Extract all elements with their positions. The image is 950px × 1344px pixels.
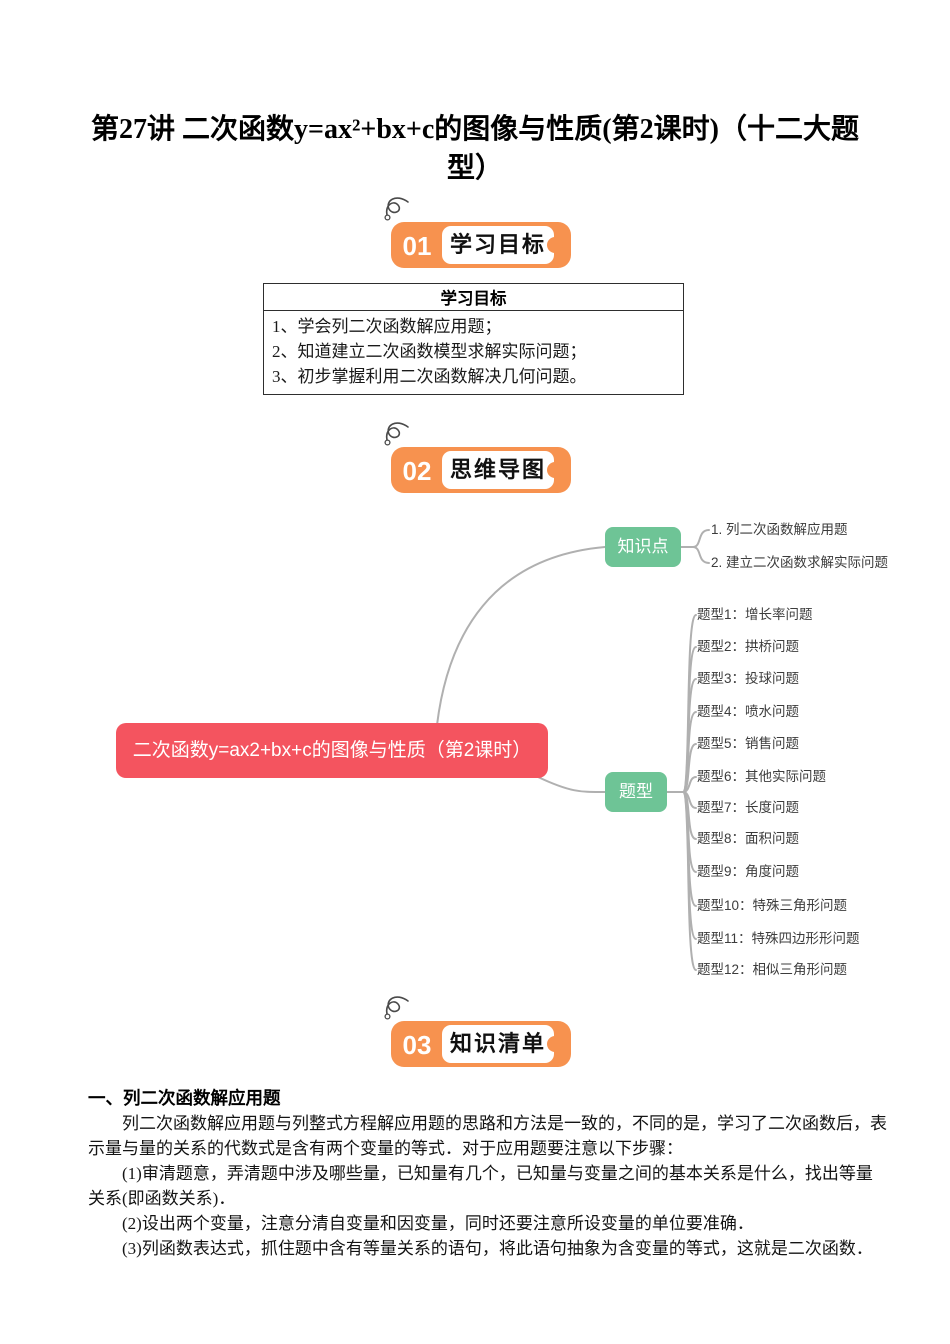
objectives-table-header: 学习目标 [263,283,684,311]
section-number: 01 [402,231,432,261]
section-badge-knowledge-list: 03 知识清单 [384,996,571,1067]
knowledge-item: 1. 列二次函数解应用题 [711,522,848,537]
section-badge-mind-map: 02 思维导图 [384,422,571,493]
page-title-line1: 第27讲 二次函数y=ax²+bx+c的图像与性质(第2课时)（十二大题 [91,114,859,145]
pin-doodle-icon [384,996,409,1020]
section-label: 知识清单 [449,1031,546,1056]
section-label-panel: 思维导图 [442,451,554,489]
page-title-line2: 型） [446,153,503,184]
type-item: 题型7：长度问题 [697,800,800,815]
type-item: 题型11：特殊四边形形问题 [697,931,860,946]
type-item: 题型10：特殊三角形问题 [697,898,848,913]
badge-notch-decoration [547,462,563,478]
type-item: 题型3：投球问题 [697,671,800,686]
objective-item: 1、学会列二次函数解应用题； [272,317,502,336]
pin-doodle-icon [384,197,409,221]
mind-map-central-node: 二次函数y=ax2+bx+c的图像与性质（第2课时） [116,723,548,778]
mind-map-type-node: 题型 [605,772,667,812]
section-label: 学习目标 [449,232,546,257]
knowledge-paragraph: (2)设出两个变量，注意分清自变量和因变量，同时还要注意所设变量的单位要准确． [122,1214,754,1233]
section-number: 03 [402,1030,432,1060]
knowledge-paragraph: (3)列函数表达式，抓住题中含有等量关系的语句，将此语句抽象为含变量的等式，这就… [122,1239,873,1258]
objectives-table-body: 1、学会列二次函数解应用题； 2、知道建立二次函数模型求解实际问题； 3、初步掌… [263,310,684,395]
objectives-table: 学习目标 1、学会列二次函数解应用题； 2、知道建立二次函数模型求解实际问题； … [263,283,684,395]
pin-doodle-icon [384,422,409,446]
objective-item: 3、初步掌握利用二次函数解决几何问题。 [272,367,587,386]
section-label-panel: 学习目标 [442,226,554,264]
badge-notch-decoration [547,1036,563,1052]
knowledge-list-heading: 一、列二次函数解应用题 [88,1088,281,1108]
type-item: 题型2：拱桥问题 [697,639,800,654]
type-item: 题型5：销售问题 [697,736,800,751]
type-item: 题型8：面积问题 [697,831,800,846]
type-item: 题型12：相似三角形问题 [697,962,848,977]
section-number: 02 [402,456,432,486]
type-item: 题型1：增长率问题 [697,607,813,622]
knowledge-item: 2. 建立二次函数求解实际问题 [711,555,889,570]
mind-map-knowledge-node: 知识点 [605,527,681,567]
mind-map-diagram: 二次函数y=ax2+bx+c的图像与性质（第2课时） 知识点 题型 1. 列二次… [0,505,950,995]
knowledge-paragraph: 列二次函数解应用题与列整式方程解应用题的思路和方法是一致的，不同的是，学习了二次… [88,1114,887,1158]
page-title: 第27讲 二次函数y=ax²+bx+c的图像与性质(第2课时)（十二大题型） [75,110,875,188]
knowledge-paragraph: (1)审清题意，弄清题中涉及哪些量，已知量有几个，已知量与变量之间的基本关系是什… [88,1164,873,1208]
section-badge-learning-goals: 01 学习目标 [384,197,571,268]
type-item: 题型4：喷水问题 [697,704,800,719]
section-label-panel: 知识清单 [442,1025,554,1063]
type-item: 题型6：其他实际问题 [697,769,827,784]
mind-map-connectors [436,529,710,971]
objective-item: 2、知道建立二次函数模型求解实际问题； [272,342,587,361]
type-item: 题型9：角度问题 [697,864,800,879]
section-label: 思维导图 [449,457,546,482]
badge-notch-decoration [547,237,563,253]
knowledge-list-section: 一、列二次函数解应用题 列二次函数解应用题与列整式方程解应用题的思路和方法是一致… [88,1086,888,1261]
